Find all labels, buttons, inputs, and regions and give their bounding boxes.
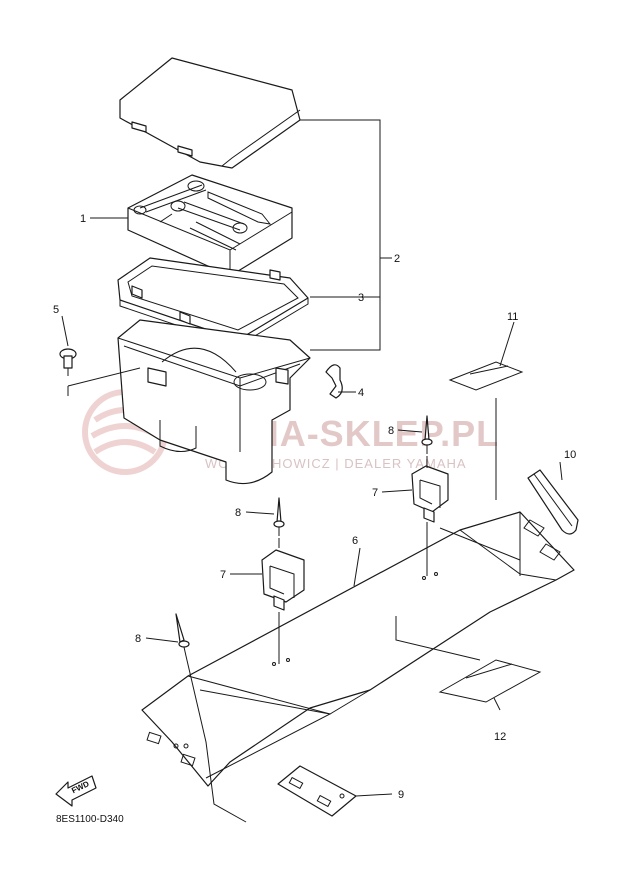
- callout-3: 3: [358, 292, 364, 304]
- callout-bracket-2: [300, 119, 392, 351]
- tool-tray: [127, 174, 293, 277]
- callout-7a: 7: [372, 487, 378, 499]
- clip-4: [325, 364, 343, 399]
- fwd-arrow-icon: FWD: [55, 775, 97, 807]
- callout-numbers: 1 2 3 4 5 6 7 7 8 8 8 9 10 11 12: [53, 213, 576, 801]
- callout-9: 9: [398, 789, 404, 801]
- callout-2: 2: [394, 253, 400, 265]
- clamp-10: [527, 469, 579, 535]
- holder-7a: [411, 465, 449, 523]
- callout-8c: 8: [135, 633, 141, 645]
- callout-7b: 7: [220, 569, 226, 581]
- callout-12: 12: [494, 731, 506, 743]
- callout-8b: 8: [235, 507, 241, 519]
- plate-9: [277, 765, 357, 817]
- pin-8c: [175, 613, 190, 657]
- screw-5: [59, 348, 141, 396]
- pin-8a: [421, 415, 433, 454]
- assembly-lines: [185, 398, 521, 823]
- pin-8b: [273, 497, 285, 536]
- callout-11: 11: [507, 311, 518, 323]
- leader-lines: [61, 217, 563, 797]
- callout-10: 10: [564, 449, 576, 461]
- label-12: [438, 659, 542, 703]
- bracket-6: [141, 511, 575, 787]
- diagram-code: 8ES1100-D340: [56, 814, 124, 825]
- toolbox-case: [117, 319, 311, 485]
- label-11: [448, 361, 524, 391]
- toolbox-lid: [119, 57, 301, 169]
- callout-1: 1: [80, 213, 86, 225]
- holder-7b: [261, 549, 305, 611]
- callout-6: 6: [352, 535, 358, 547]
- callout-8a: 8: [388, 425, 394, 437]
- callout-4: 4: [358, 387, 364, 399]
- callout-5: 5: [53, 304, 59, 316]
